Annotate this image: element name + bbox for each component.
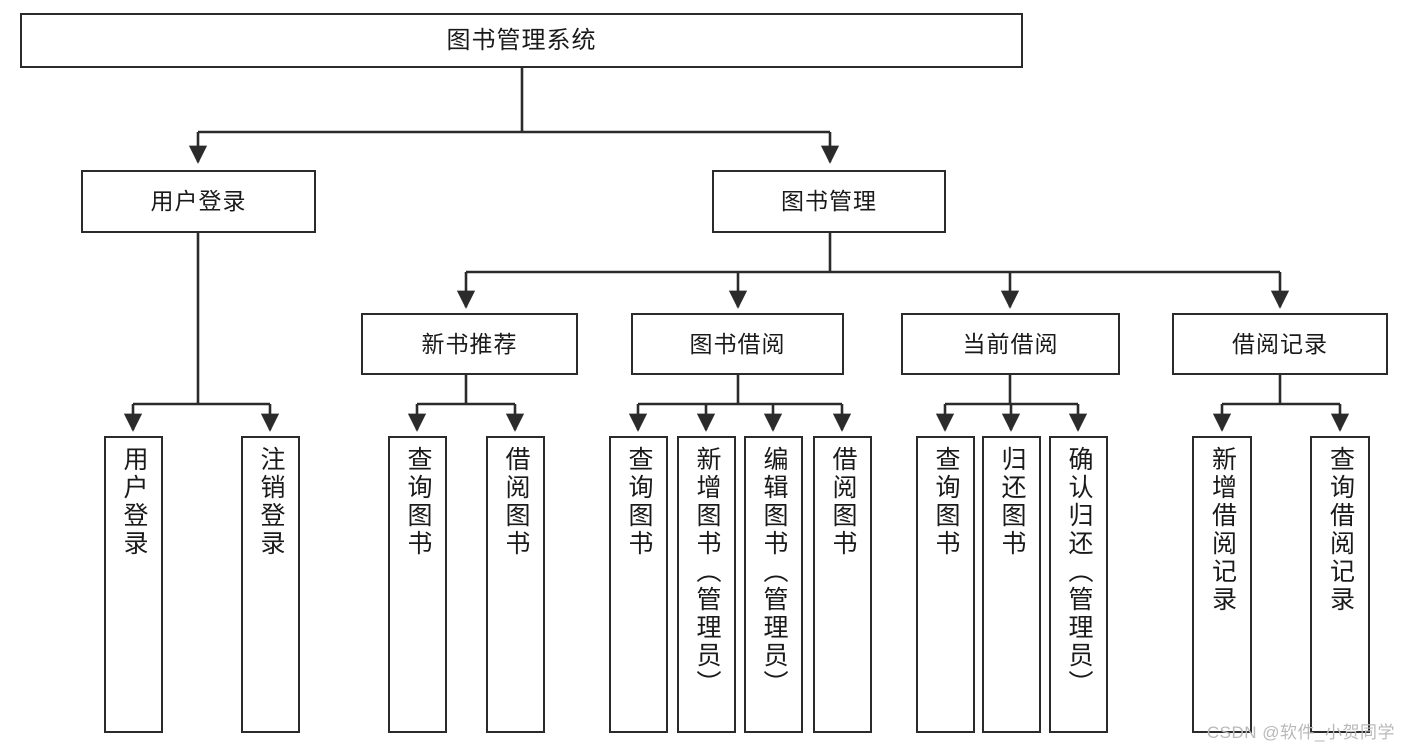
- leaf-current-confirm-return-admin[interactable]: 确认归还（管理员）: [1049, 436, 1108, 733]
- leaf-user-login-logout[interactable]: 注销登录: [241, 436, 300, 733]
- node-label: 归还图书: [998, 446, 1026, 558]
- node-label: 当前借阅: [962, 330, 1059, 357]
- node-label: 图书管理系统: [446, 26, 597, 54]
- leaf-borrow-edit-book-admin[interactable]: 编辑图书（管理员）: [744, 436, 803, 733]
- leaf-current-return-book[interactable]: 归还图书: [982, 436, 1041, 733]
- leaf-record-query-record[interactable]: 查询借阅记录: [1310, 436, 1370, 733]
- node-label: 确认归还（管理员）: [1065, 446, 1093, 698]
- node-label: 查询图书: [404, 446, 432, 558]
- node-book-management[interactable]: 图书管理: [712, 170, 946, 233]
- node-book-borrow[interactable]: 图书借阅: [631, 313, 844, 375]
- leaf-borrow-query-book[interactable]: 查询图书: [609, 436, 668, 733]
- leaf-recommend-query-book[interactable]: 查询图书: [388, 436, 447, 733]
- node-label: 查询借阅记录: [1326, 446, 1355, 614]
- node-label: 用户登录: [150, 188, 247, 215]
- node-label: 借阅图书: [502, 446, 530, 558]
- node-label: 借阅记录: [1232, 330, 1328, 357]
- node-label: 图书管理: [781, 188, 877, 215]
- node-label: 注销登录: [257, 446, 285, 558]
- node-label: 查询图书: [932, 446, 960, 558]
- node-label: 图书借阅: [689, 330, 786, 357]
- node-label: 查询图书: [625, 446, 653, 558]
- node-new-book-recommend[interactable]: 新书推荐: [361, 313, 578, 375]
- node-label: 用户登录: [120, 446, 148, 558]
- leaf-record-add-record[interactable]: 新增借阅记录: [1192, 436, 1252, 733]
- node-label: 新增图书（管理员）: [693, 446, 721, 698]
- node-user-login[interactable]: 用户登录: [81, 170, 316, 233]
- leaf-borrow-borrow-book[interactable]: 借阅图书: [813, 436, 872, 733]
- node-borrow-record[interactable]: 借阅记录: [1172, 313, 1388, 375]
- leaf-user-login-login[interactable]: 用户登录: [104, 436, 163, 733]
- leaf-borrow-add-book-admin[interactable]: 新增图书（管理员）: [677, 436, 736, 733]
- leaf-current-query-book[interactable]: 查询图书: [916, 436, 975, 733]
- csdn-watermark: CSDN @软件_小贺同学: [1206, 723, 1395, 742]
- node-label: 新增借阅记录: [1208, 446, 1237, 614]
- leaf-recommend-borrow-book[interactable]: 借阅图书: [486, 436, 545, 733]
- node-label: 编辑图书（管理员）: [760, 446, 788, 698]
- node-label: 借阅图书: [829, 446, 857, 558]
- node-root-system[interactable]: 图书管理系统: [20, 13, 1023, 68]
- node-current-borrow[interactable]: 当前借阅: [901, 313, 1120, 375]
- node-label: 新书推荐: [421, 330, 518, 357]
